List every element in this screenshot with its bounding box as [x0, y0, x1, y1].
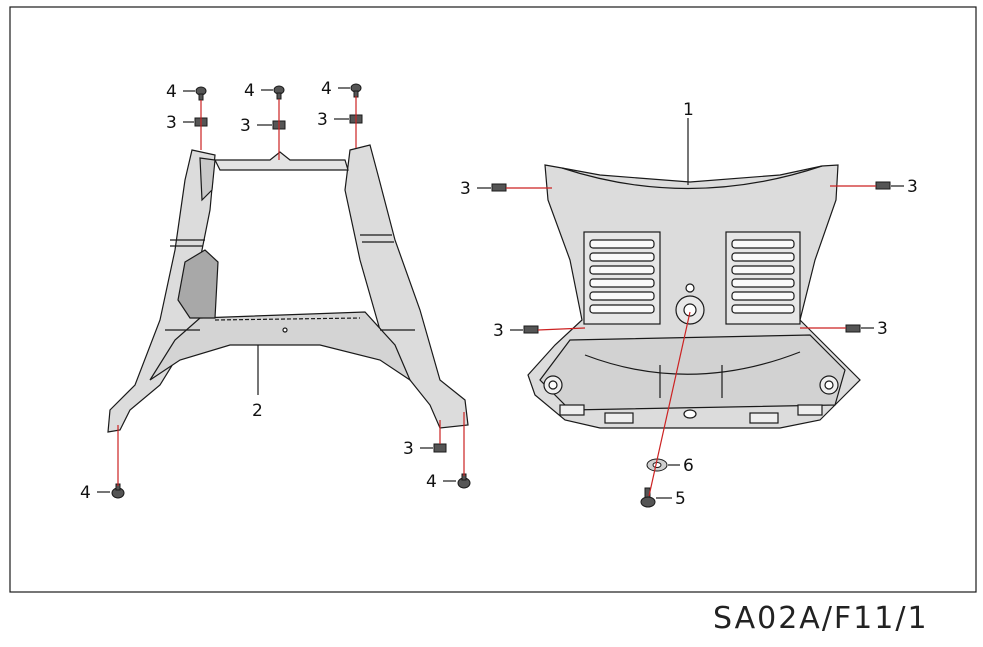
- callout-4: 4: [80, 483, 91, 503]
- callout-4: 4: [321, 79, 332, 99]
- part-2-floor-panel: [107, 144, 469, 433]
- callout-leaders: [97, 87, 904, 499]
- clip-icon: [433, 443, 447, 453]
- leader-lines: [117, 96, 876, 497]
- callout-4: 4: [426, 472, 437, 492]
- clip-icon: [523, 325, 539, 334]
- clip-icon: [875, 181, 891, 190]
- drawing-frame: [9, 6, 977, 593]
- callout-3: 3: [493, 321, 504, 341]
- drawing-code: SA02A/F11/1: [713, 601, 929, 636]
- callout-3: 3: [907, 177, 918, 197]
- callout-3: 3: [166, 113, 177, 133]
- screw-icon: [111, 483, 125, 499]
- screw-icon: [350, 83, 362, 98]
- callout-3: 3: [877, 319, 888, 339]
- callout-4: 4: [166, 82, 177, 102]
- small-parts: [111, 83, 891, 508]
- screw-icon: [457, 473, 471, 489]
- bolt-icon: [640, 487, 656, 508]
- callout-4: 4: [244, 81, 255, 101]
- callout-6: 6: [683, 456, 694, 476]
- clip-icon: [491, 183, 507, 192]
- callout-3: 3: [460, 179, 471, 199]
- clip-icon: [845, 324, 861, 333]
- screw-icon: [195, 86, 207, 101]
- callout-labels: 1 2 3 3 3 3 3 3 3 3 4 4 4 4 4 5 6: [80, 79, 918, 509]
- part-1-cover: [527, 164, 861, 429]
- callout-3: 3: [240, 116, 251, 136]
- screw-icon: [273, 85, 285, 100]
- callout-3: 3: [403, 439, 414, 459]
- callout-5: 5: [675, 489, 686, 509]
- callout-1: 1: [683, 100, 694, 120]
- callout-2: 2: [252, 401, 263, 421]
- callout-3: 3: [317, 110, 328, 130]
